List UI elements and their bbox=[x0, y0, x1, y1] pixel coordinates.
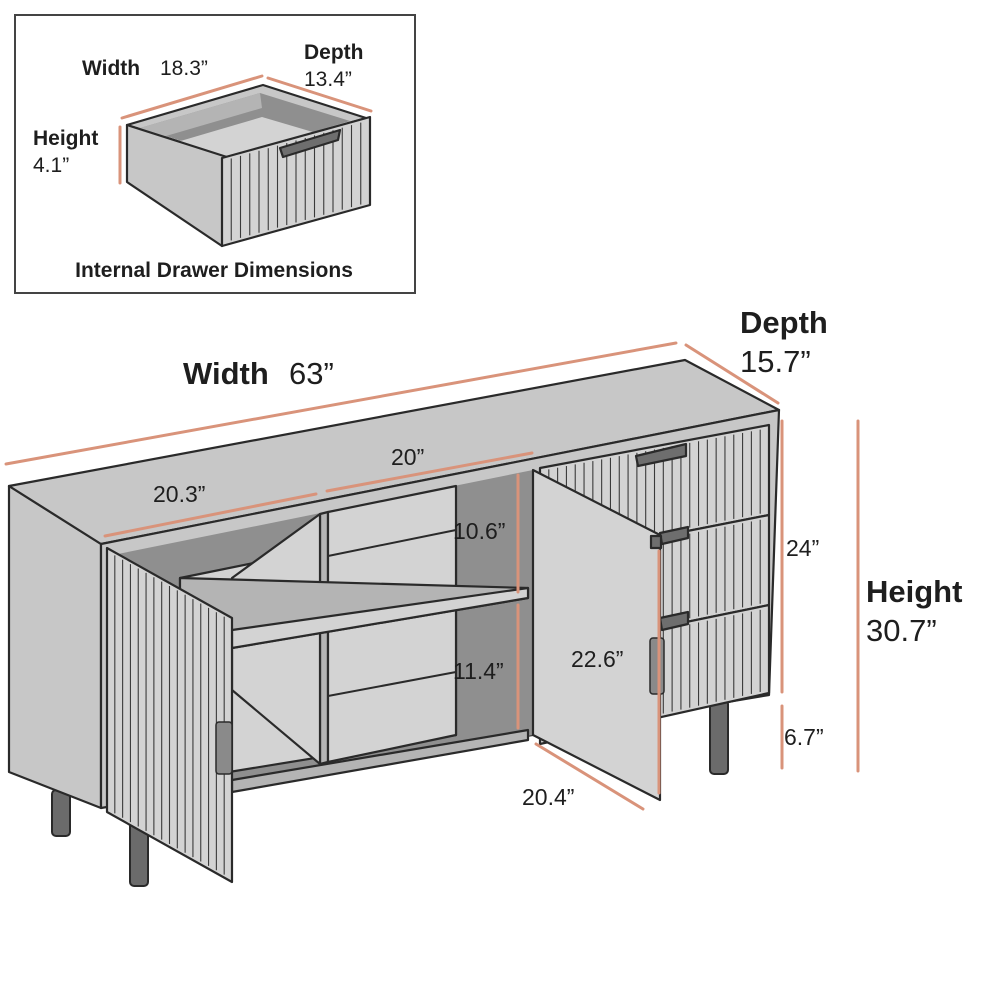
drawer-front-grooves bbox=[230, 122, 362, 241]
inset-depth-line bbox=[266, 76, 373, 113]
drawer-illustration bbox=[125, 83, 372, 248]
leg-height-value: 6.7” bbox=[784, 724, 824, 750]
lower-shelf-back-line bbox=[327, 671, 457, 697]
width-value: 63” bbox=[289, 356, 334, 391]
drawer-stack-height-value: 24” bbox=[786, 535, 819, 561]
depth-value: 15.7” bbox=[740, 344, 811, 379]
right-door-top-hinge bbox=[649, 534, 663, 550]
upper-shelf-height-value: 10.6” bbox=[453, 518, 505, 544]
door-height-value: 22.6” bbox=[571, 646, 623, 672]
height-value: 30.7” bbox=[866, 613, 937, 648]
right-compartment-wall bbox=[326, 484, 458, 764]
overall-width-line bbox=[4, 341, 678, 466]
left-compartment-width-value: 20.3” bbox=[153, 481, 205, 507]
left-door bbox=[105, 546, 234, 884]
drawer-back-wall bbox=[140, 93, 262, 143]
drawer-3-handle bbox=[658, 610, 690, 632]
width-label: Width bbox=[183, 356, 269, 391]
leg-back-left bbox=[51, 789, 71, 837]
inset-depth-label: Depth bbox=[304, 41, 364, 64]
leg-front-right bbox=[709, 699, 729, 775]
drawer-inset-panel: Width 18.3” Depth 13.4” Height 4.1” Inte… bbox=[14, 14, 416, 294]
dimension-labels: Width 63” Depth 15.7” Height 30.7” 20.3”… bbox=[153, 305, 962, 810]
right-door-panel bbox=[531, 468, 662, 802]
height-label: Height bbox=[866, 574, 962, 609]
inset-width-value: 18.3” bbox=[160, 57, 208, 80]
overall-depth-line bbox=[684, 343, 780, 405]
depth-label: Depth bbox=[740, 305, 828, 340]
inset-caption: Internal Drawer Dimensions bbox=[75, 259, 353, 282]
left-door-hinge bbox=[215, 721, 233, 775]
door-width-value: 20.4” bbox=[522, 784, 574, 810]
dimension-lines bbox=[4, 341, 860, 811]
inset-height-label: Height bbox=[33, 127, 98, 150]
lower-shelf-height-value: 11.4” bbox=[453, 658, 504, 684]
vertical-divider bbox=[318, 510, 330, 766]
middle-compartment-width-value: 20” bbox=[391, 444, 424, 470]
inset-width-line bbox=[120, 74, 264, 120]
drawer-handle bbox=[278, 128, 342, 159]
inset-width-label: Width bbox=[82, 57, 140, 80]
sideboard-illustration bbox=[7, 358, 781, 887]
drawer-1-handle bbox=[634, 442, 688, 468]
middle-compartment-width-line bbox=[325, 451, 534, 493]
right-door bbox=[531, 468, 665, 802]
door-width-line bbox=[534, 742, 645, 811]
right-door-hinge bbox=[649, 637, 665, 695]
left-compartment-width-line bbox=[103, 492, 318, 538]
inset-depth-value: 13.4” bbox=[304, 68, 352, 91]
inset-height-value: 4.1” bbox=[33, 154, 69, 177]
upper-shelf-back-line bbox=[327, 529, 457, 557]
